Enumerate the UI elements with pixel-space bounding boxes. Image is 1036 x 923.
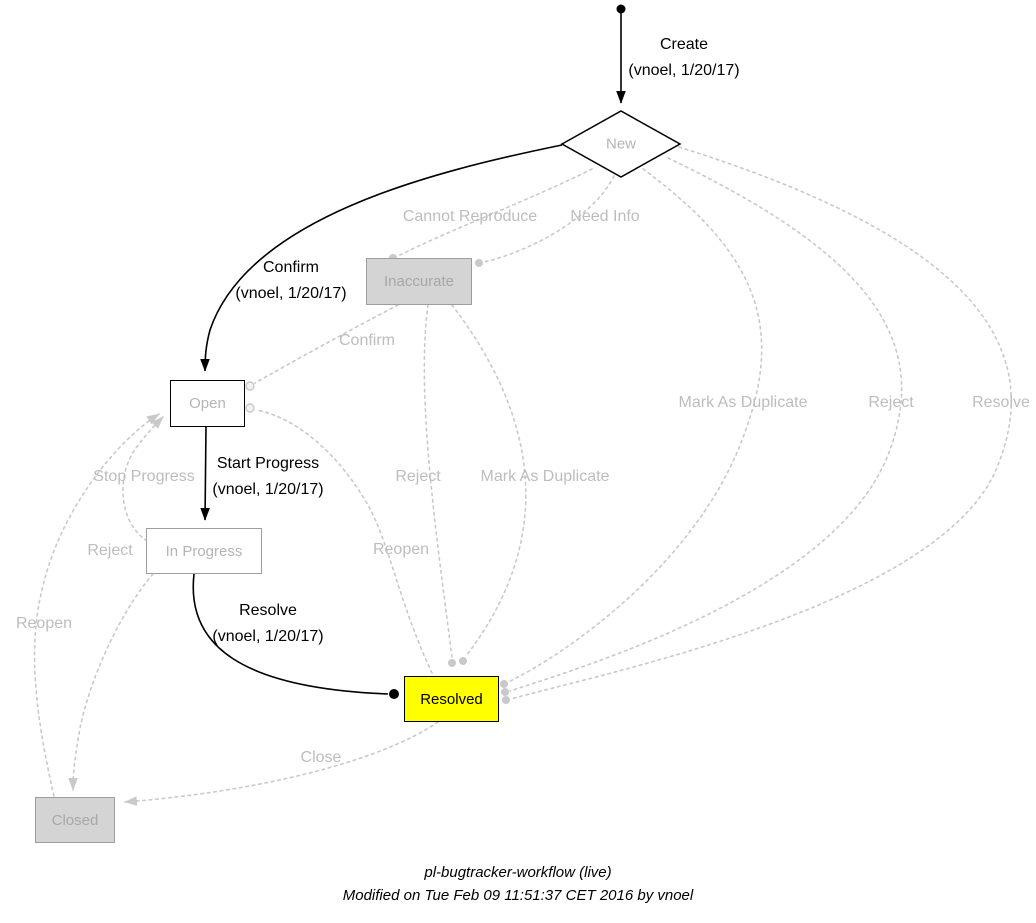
start-node [616, 4, 626, 14]
edge-resolve [192, 573, 389, 695]
edge-endpoint-dot [448, 659, 456, 667]
edge-confirm [200, 144, 563, 372]
state-resolved: Resolved [404, 676, 499, 722]
diagram-caption: pl-bugtracker-workflow (live) Modified o… [0, 861, 1036, 907]
edge-reject-from-inaccurate [423, 304, 453, 659]
edge-reopen-from-closed [33, 413, 160, 797]
transition-name: Confirm [262, 259, 319, 276]
edge-reject-from-new [509, 157, 903, 692]
edge-cannot-reproduce [397, 168, 593, 257]
transition-label-cannot-reproduce: Cannot Reproduce [402, 208, 538, 225]
transition-label-need-info: Need Info [570, 208, 640, 225]
transition-label-close: Close [300, 749, 342, 766]
state-in-progress: In Progress [146, 528, 262, 574]
edge-mark-as-duplicate-from-new [507, 168, 763, 683]
edge-start-progress [200, 426, 210, 521]
transition-meta: (vnoel, 1/20/17) [212, 481, 324, 498]
edge-endpoint-dot [245, 381, 255, 391]
transition-label-resolve-new: Resolve [972, 394, 1030, 411]
transition-label-mark-as-duplicate-inaccurate: Mark As Duplicate [480, 468, 610, 485]
edge-close [124, 721, 439, 806]
edge-reopen-from-resolved [255, 409, 433, 674]
state-inaccurate: Inaccurate [366, 258, 472, 305]
edge-endpoint-dot [501, 688, 509, 696]
transition-name: Start Progress [216, 455, 320, 472]
diagram-title: pl-bugtracker-workflow (live) [424, 864, 612, 881]
transition-label-resolve: Resolve (vnoel, 1/20/17) [212, 598, 323, 650]
state-closed: Closed [35, 797, 115, 843]
transition-label-stop-progress: Stop Progress [93, 468, 195, 485]
transition-meta: (vnoel, 1/20/17) [235, 285, 347, 302]
edge-endpoint-dot [245, 403, 255, 413]
transition-label-start-progress: Start Progress (vnoel, 1/20/17) [212, 451, 323, 503]
edge-stop-progress [122, 416, 164, 542]
transition-label-create: Create (vnoel, 1/20/17) [628, 32, 739, 84]
edge-endpoint-dot [389, 689, 399, 699]
edge-endpoint-dot [502, 696, 510, 704]
transition-label-reject-new: Reject [868, 394, 914, 411]
state-new-shape [560, 110, 682, 178]
transition-label-reject-inaccurate: Reject [395, 468, 441, 485]
transition-label-reopen-closed: Reopen [15, 615, 73, 632]
edge-mark-as-duplicate-from-inaccurate [451, 304, 527, 657]
edge-endpoint-dot [475, 259, 483, 267]
state-open: Open [170, 380, 245, 427]
edge-endpoint-dot [459, 657, 467, 665]
edge-resolve-from-new [510, 146, 1013, 700]
transition-label-mark-as-duplicate-new: Mark As Duplicate [678, 394, 808, 411]
transition-name: Create [659, 36, 709, 53]
transition-label-confirm-gray: Confirm [338, 332, 396, 349]
transition-name: Resolve [239, 602, 297, 619]
diagram-modified: Modified on Tue Feb 09 11:51:37 CET 2016… [342, 887, 694, 904]
edge-endpoint-dot [500, 680, 508, 688]
edge-confirm-from-inaccurate [254, 304, 399, 384]
transition-label-reopen-resolved: Reopen [372, 541, 430, 558]
edge-need-info [483, 175, 615, 263]
transition-meta: (vnoel, 1/20/17) [628, 62, 740, 79]
state-new: New [605, 135, 637, 153]
transition-label-reject-open: Reject [87, 542, 133, 559]
edge-reject-from-open [68, 573, 154, 791]
transition-meta: (vnoel, 1/20/17) [212, 628, 324, 645]
transition-label-confirm: Confirm (vnoel, 1/20/17) [235, 255, 346, 307]
